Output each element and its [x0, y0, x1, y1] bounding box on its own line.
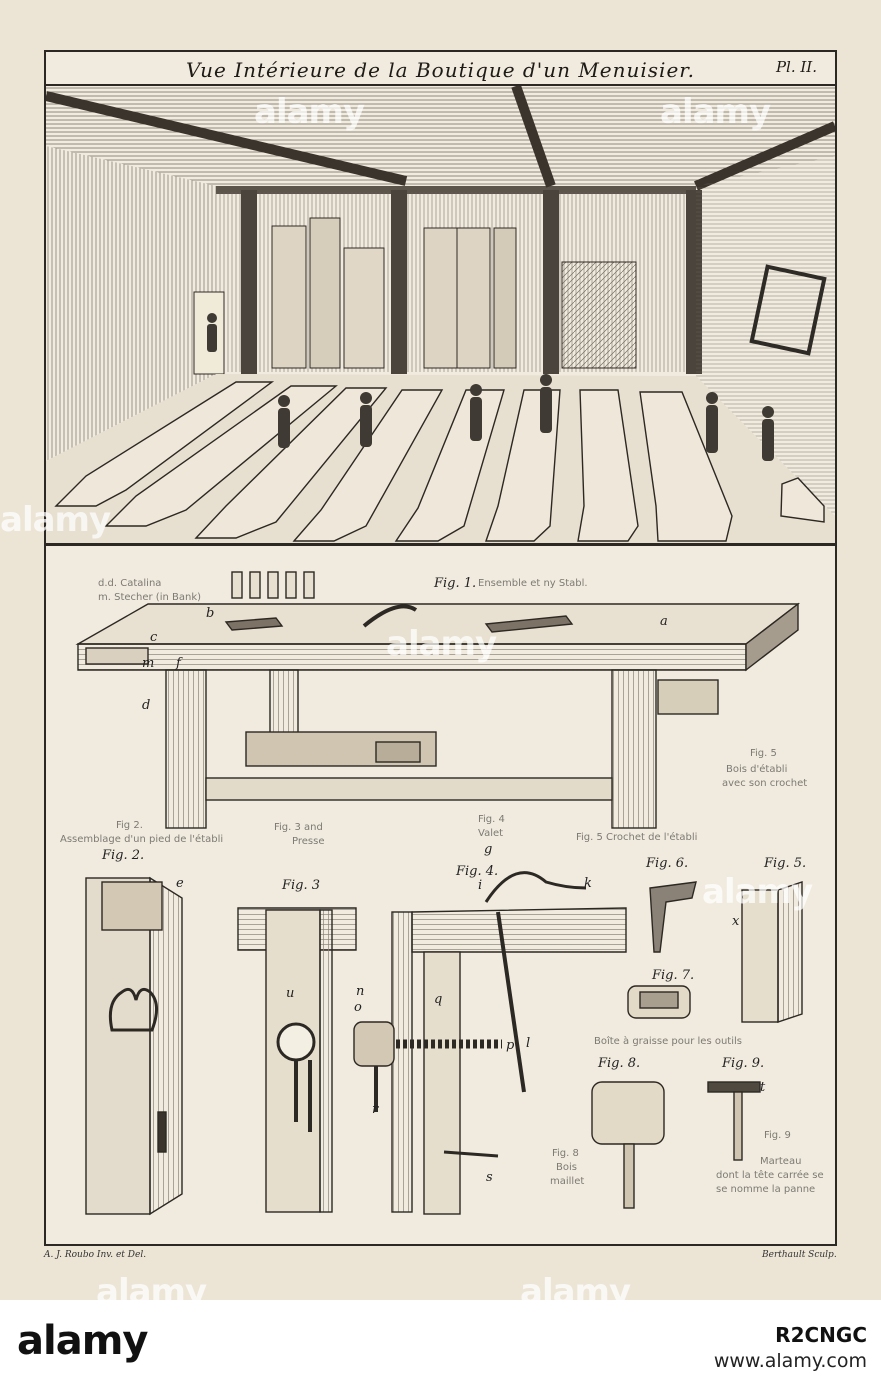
fig8-caption: Fig. 8.	[598, 1056, 641, 1071]
pencil-note: Fig. 8	[552, 1148, 579, 1159]
credit-left: A. J. Roubo Inv. et Del.	[44, 1250, 147, 1260]
letter-k: k	[584, 876, 592, 891]
pencil-note: Bois	[556, 1162, 577, 1173]
plate-title: Vue Intérieure de la Boutique d'un Menui…	[185, 58, 696, 82]
workshop-interior-vignette	[46, 86, 835, 546]
watermark: alamy	[702, 872, 813, 912]
engraving-paper: Vue Intérieure de la Boutique d'un Menui…	[0, 0, 881, 1300]
letter-r: r	[372, 1102, 379, 1117]
letter-s: s	[486, 1170, 493, 1185]
stock-footer	[0, 1300, 881, 1390]
pencil-note: avec son crochet	[722, 778, 808, 789]
fig8-mallet-drawing	[591, 1081, 665, 1209]
figures-area: Fig. 1. Fig. 2. Fig. 3 Fig. 4. Fig. 5. F…	[46, 552, 835, 1242]
fig6-7-drawings	[627, 881, 697, 1019]
pencil-note: Fig. 5	[750, 748, 777, 759]
alamy-logo[interactable]: alamy	[17, 1318, 148, 1364]
fig1-workbench-drawing	[75, 571, 801, 829]
fig3-caption: Fig. 3	[282, 878, 321, 893]
letter-f: f	[176, 656, 181, 671]
workshop-interior-illustration	[46, 86, 835, 543]
letter-b: b	[206, 606, 215, 621]
pencil-note: Fig. 3 and	[274, 822, 323, 833]
letter-o: o	[354, 1000, 362, 1015]
letter-i: i	[478, 878, 483, 893]
fig4-caption: Fig. 4.	[456, 864, 499, 879]
letter-n: n	[356, 984, 365, 999]
credit-right: Berthault Sculp.	[762, 1250, 837, 1260]
stock-url[interactable]: www.alamy.com	[713, 1350, 867, 1372]
fig9-caption: Fig. 9.	[722, 1056, 765, 1071]
letter-l: l	[526, 1036, 531, 1051]
letter-e: e	[176, 876, 184, 891]
letter-t: t	[760, 1080, 766, 1095]
watermark: alamy	[660, 92, 771, 132]
pencil-note: Assemblage d'un pied de l'établi	[60, 834, 224, 845]
plate-number: Pl. II.	[775, 58, 817, 76]
fig2-caption: Fig. 2.	[102, 848, 145, 863]
letter-u: u	[286, 986, 295, 1001]
pencil-note: maillet	[550, 1176, 585, 1187]
fig2-leg-assembly-drawing	[85, 876, 183, 1216]
fig9-hammer-drawing	[707, 1081, 761, 1161]
letter-x: x	[732, 914, 740, 929]
fig6-caption: Fig. 6.	[646, 856, 689, 871]
letter-q: q	[434, 992, 443, 1007]
pencil-note: Fig. 9	[764, 1130, 791, 1141]
pencil-note: Marteau	[760, 1156, 802, 1167]
letter-g: g	[484, 842, 493, 857]
title-band: Vue Intérieure de la Boutique d'un Menui…	[46, 52, 835, 86]
pencil-note: Ensemble et ny Stabl.	[478, 578, 588, 589]
watermark: alamy	[386, 624, 497, 664]
fig7-caption: Fig. 7.	[652, 968, 695, 983]
pencil-note: d.d. Catalina	[98, 578, 162, 589]
fig5-caption: Fig. 5.	[764, 856, 807, 871]
pencil-note: se nomme la panne	[716, 1184, 816, 1195]
watermark: alamy	[0, 500, 111, 540]
plate-frame: Vue Intérieure de la Boutique d'un Menui…	[44, 50, 837, 1246]
tool-figures-illustration	[75, 571, 803, 1216]
image-id: R2CNGC	[775, 1323, 867, 1347]
letter-a: a	[660, 614, 668, 629]
watermark: alamy	[254, 92, 365, 132]
letter-c: c	[150, 630, 158, 645]
fig3-screw-drawing	[237, 907, 357, 1213]
letter-p: p	[506, 1038, 515, 1053]
pencil-note: Valet	[478, 828, 504, 839]
pencil-note: Boîte à graisse pour les outils	[594, 1036, 742, 1047]
pencil-note: Fig. 5 Crochet de l'établi	[576, 832, 698, 843]
letter-m: m	[142, 656, 155, 671]
fig4-press-drawing	[353, 871, 627, 1215]
fig1-caption: Fig. 1.	[434, 576, 477, 591]
pencil-note: m. Stecher (in Bank)	[98, 592, 202, 603]
pencil-note: Bois d'établi	[726, 764, 788, 775]
letter-d: d	[142, 698, 151, 713]
pencil-note: Fig 2.	[116, 820, 143, 831]
pencil-note: Fig. 4	[478, 814, 505, 825]
pencil-note: Presse	[292, 836, 325, 847]
fig5-block-drawing	[741, 881, 803, 1023]
pencil-note: dont la tête carrée se	[716, 1170, 824, 1181]
